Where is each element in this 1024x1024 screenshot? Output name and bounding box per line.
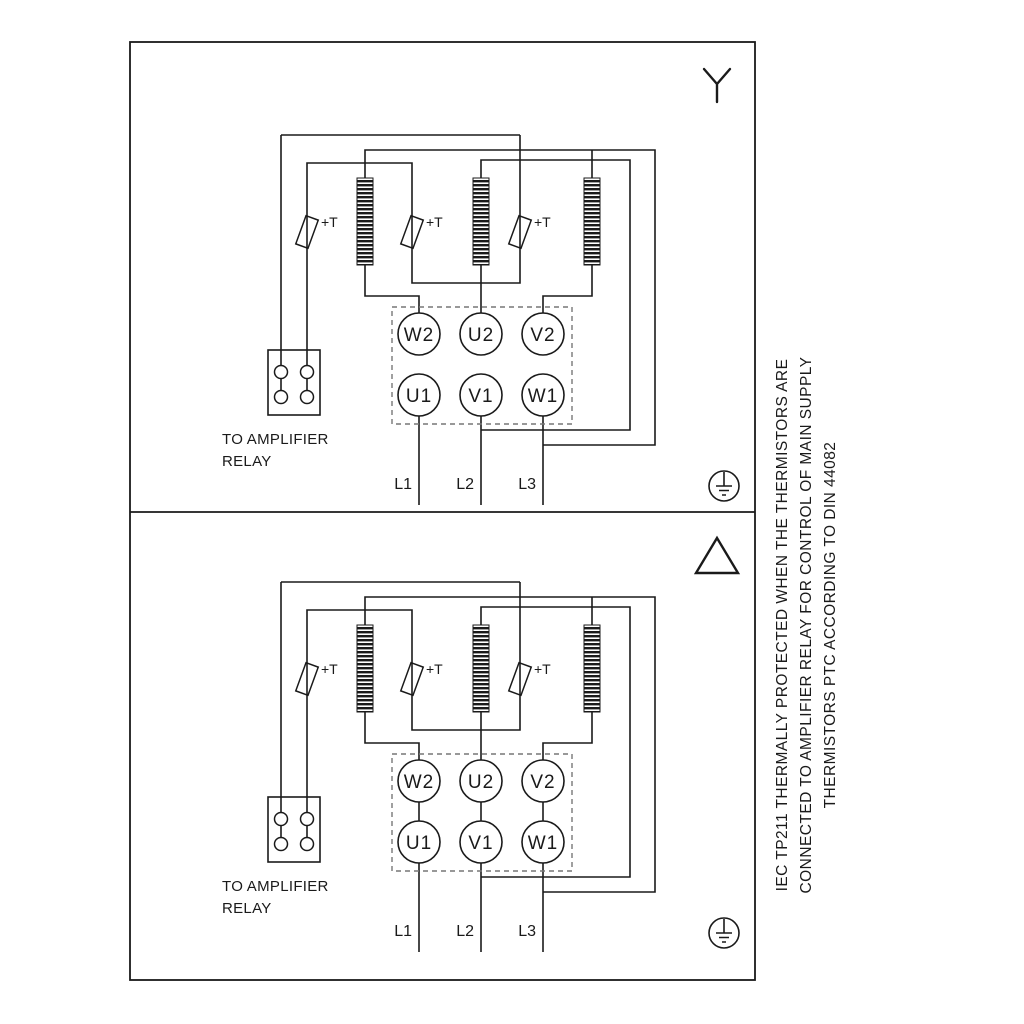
thermistor-3: +T <box>507 214 551 250</box>
supply-label-l2: L2 <box>456 923 474 940</box>
terminal-v2: V2 <box>521 312 565 356</box>
wiring <box>280 581 656 952</box>
star-icon <box>702 67 732 104</box>
supply-label-l2: L2 <box>456 476 474 493</box>
terminal-u2: U2 <box>459 312 503 356</box>
terminal-label: V2 <box>530 325 555 346</box>
relay-note-line-2: RELAY <box>222 900 272 917</box>
thermistor-1: +T <box>294 214 338 250</box>
terminal-label: U1 <box>406 833 432 854</box>
winding-coil-1 <box>356 624 374 713</box>
terminal-label: W2 <box>404 772 435 793</box>
terminal-v1: V1 <box>459 373 503 417</box>
thermistor-3: +T <box>507 661 551 697</box>
panel-star: +T +T +T W2 U2 V2 U1 <box>222 134 740 505</box>
supply-label-l3: L3 <box>518 923 536 940</box>
wiring <box>280 134 656 505</box>
side-note-line-2: CONNECTED TO AMPLIFIER RELAY FOR CONTROL… <box>798 357 815 894</box>
relay-note-line-2: RELAY <box>222 453 272 470</box>
terminal-w2: W2 <box>397 312 441 356</box>
thermistor-1: +T <box>294 661 338 697</box>
supply-label-l1: L1 <box>394 476 412 493</box>
terminal-label: W1 <box>528 386 559 407</box>
winding-coil-3 <box>583 624 601 713</box>
ground-icon <box>708 470 740 502</box>
terminal-label: W2 <box>404 325 435 346</box>
diagram-frame <box>129 41 756 981</box>
thermistor-label: +T <box>534 661 551 677</box>
supply-label-l3: L3 <box>518 476 536 493</box>
winding-coil-2 <box>472 624 490 713</box>
terminal-u2: U2 <box>459 759 503 803</box>
terminal-w1: W1 <box>521 820 565 864</box>
winding-coil-1 <box>356 177 374 266</box>
terminal-w2: W2 <box>397 759 441 803</box>
relay-connector <box>267 796 321 863</box>
thermistor-label: +T <box>426 661 443 677</box>
ground-icon <box>708 917 740 949</box>
terminal-label: W1 <box>528 833 559 854</box>
winding-coil-2 <box>472 177 490 266</box>
thermistor-2: +T <box>399 214 443 250</box>
thermistor-label: +T <box>321 214 338 230</box>
terminal-board <box>391 306 573 425</box>
side-note-line-1: IEC TP211 THERMALLY PROTECTED WHEN THE T… <box>774 359 791 892</box>
delta-icon <box>693 535 741 575</box>
supply-label-l1: L1 <box>394 923 412 940</box>
terminal-label: V1 <box>468 833 493 854</box>
terminal-label: U2 <box>468 325 494 346</box>
terminal-u1: U1 <box>397 820 441 864</box>
thermistor-label: +T <box>534 214 551 230</box>
terminal-label: U2 <box>468 772 494 793</box>
terminal-u1: U1 <box>397 373 441 417</box>
terminal-board <box>391 753 573 872</box>
thermistor-label: +T <box>321 661 338 677</box>
terminal-v1: V1 <box>459 820 503 864</box>
terminal-label: V1 <box>468 386 493 407</box>
terminal-w1: W1 <box>521 373 565 417</box>
side-note: IEC TP211 THERMALLY PROTECTED WHEN THE T… <box>774 357 839 894</box>
terminal-label: V2 <box>530 772 555 793</box>
panel-delta: +T +T +T W2 U2 V2 U1 <box>222 581 740 952</box>
relay-note-line-1: TO AMPLIFIER <box>222 431 329 448</box>
terminal-v2: V2 <box>521 759 565 803</box>
thermistor-2: +T <box>399 661 443 697</box>
thermistor-label: +T <box>426 214 443 230</box>
terminal-label: U1 <box>406 386 432 407</box>
relay-note-line-1: TO AMPLIFIER <box>222 878 329 895</box>
winding-coil-3 <box>583 177 601 266</box>
relay-connector <box>267 349 321 416</box>
side-note-line-3: THERMISTORS PTC ACCORDING TO DIN 44082 <box>822 442 839 809</box>
